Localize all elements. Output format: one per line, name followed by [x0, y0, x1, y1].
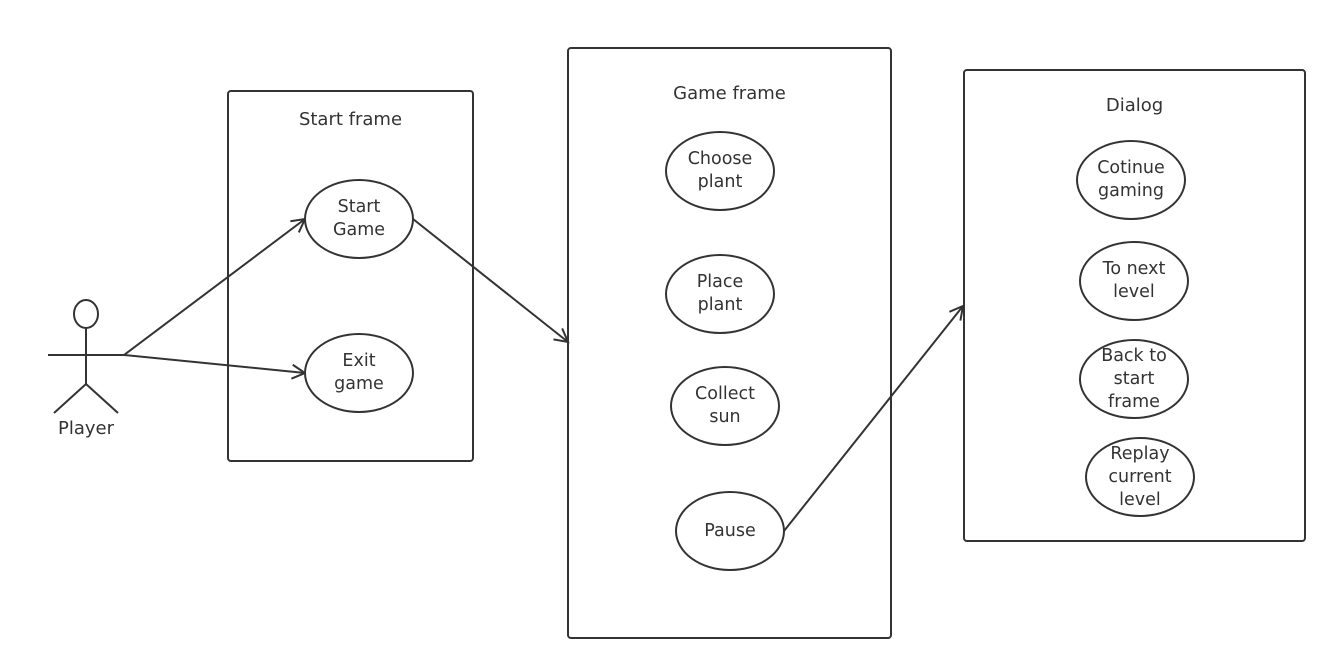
use-case-replay-level: Replay current level: [1085, 437, 1195, 517]
use-case-next-level: To next level: [1079, 241, 1189, 321]
use-case-exit-game: Exit game: [304, 333, 414, 413]
actor-label: Player: [57, 418, 114, 439]
replay-level-label: Replay current level: [1108, 443, 1172, 510]
place-plant-label: Place plant: [696, 272, 744, 315]
use-case-pause: Pause: [675, 491, 785, 571]
arrow-pause-to-dialog: [783, 306, 963, 532]
use-case-place-plant: Place plant: [665, 254, 775, 334]
game-frame-title: Game frame: [673, 83, 786, 104]
dialog-frame-title: Dialog: [1105, 95, 1164, 116]
use-case-start-game: Start Game: [304, 179, 414, 259]
collect-sun-label: Collect sun: [695, 384, 755, 427]
use-case-continue-gaming: Cotinue gaming: [1076, 140, 1186, 220]
back-to-start-label: Back to start frame: [1101, 345, 1167, 412]
actor-left-leg: [53, 383, 87, 414]
arrow-start-game-to-game-frame: [412, 218, 568, 342]
pause-label: Pause: [704, 520, 756, 541]
continue-gaming-label: Cotinue gaming: [1097, 158, 1165, 201]
use-case-choose-plant: Choose plant: [665, 131, 775, 211]
actor-figure: [48, 299, 124, 414]
use-case-collect-sun: Collect sun: [670, 366, 780, 446]
next-level-label: To next level: [1102, 259, 1166, 302]
actor-head: [73, 299, 99, 329]
start-frame-title: Start frame: [298, 109, 403, 130]
actor-right-leg: [85, 383, 119, 414]
choose-plant-label: Choose plant: [687, 149, 753, 192]
arrow-player-to-start-game: [123, 219, 305, 356]
exit-game-label: Exit game: [334, 351, 384, 394]
arrow-player-to-exit-game: [123, 354, 305, 373]
start-game-label: Start Game: [332, 197, 386, 240]
use-case-back-to-start: Back to start frame: [1079, 339, 1189, 419]
